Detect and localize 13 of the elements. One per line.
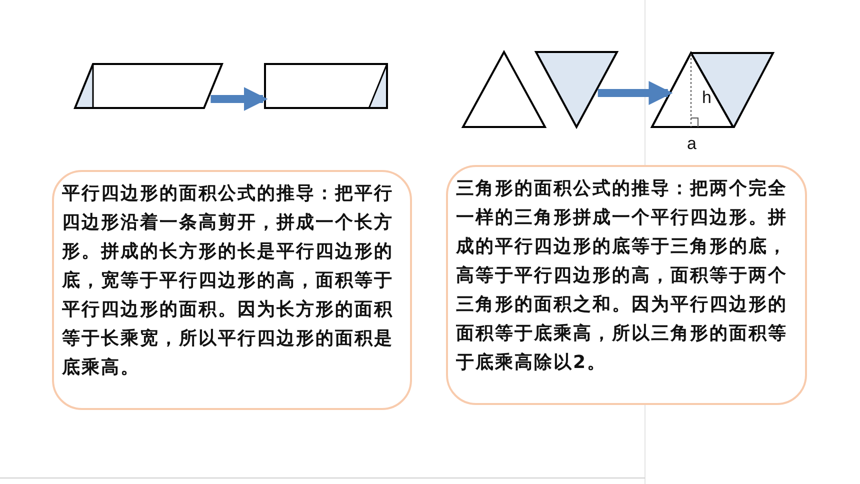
paragraph: 平行四边形的面积公式的推导：把平行四边形沿着一条高剪开，拼成一个长方形。拼成的长方形的长是平行四边形的底，宽等于平行四边形的高，面积等于平行四边形的面积。因为长方形的面积等于长乘宽，所以平行四边形的面积是底乘高。	[62, 182, 394, 380]
parallelogram-drawing	[650, 50, 775, 128]
rounded-text-box	[52, 170, 412, 410]
paragraph: 三角形的面积公式的推导：把两个完全一样的三角形拼成一个平行四边形。拼成的平行四边形的底等于三角形的底，高等于平行四边形的高，面积等于两个三角形的面积之和。因为平行四边形的面积等于底乘高，所以三角形的面积等于底乘高除以2。	[456, 177, 788, 375]
arrow	[598, 81, 673, 105]
arrow	[210, 87, 268, 111]
triangle-drawing	[461, 50, 547, 128]
inverted-triangle-drawing	[534, 51, 619, 130]
rounded-text-box	[446, 165, 807, 405]
height-label: h	[702, 88, 712, 108]
base-label: a	[687, 134, 696, 154]
rectangle-drawing	[264, 63, 388, 109]
parallelogram-drawing	[74, 63, 224, 109]
